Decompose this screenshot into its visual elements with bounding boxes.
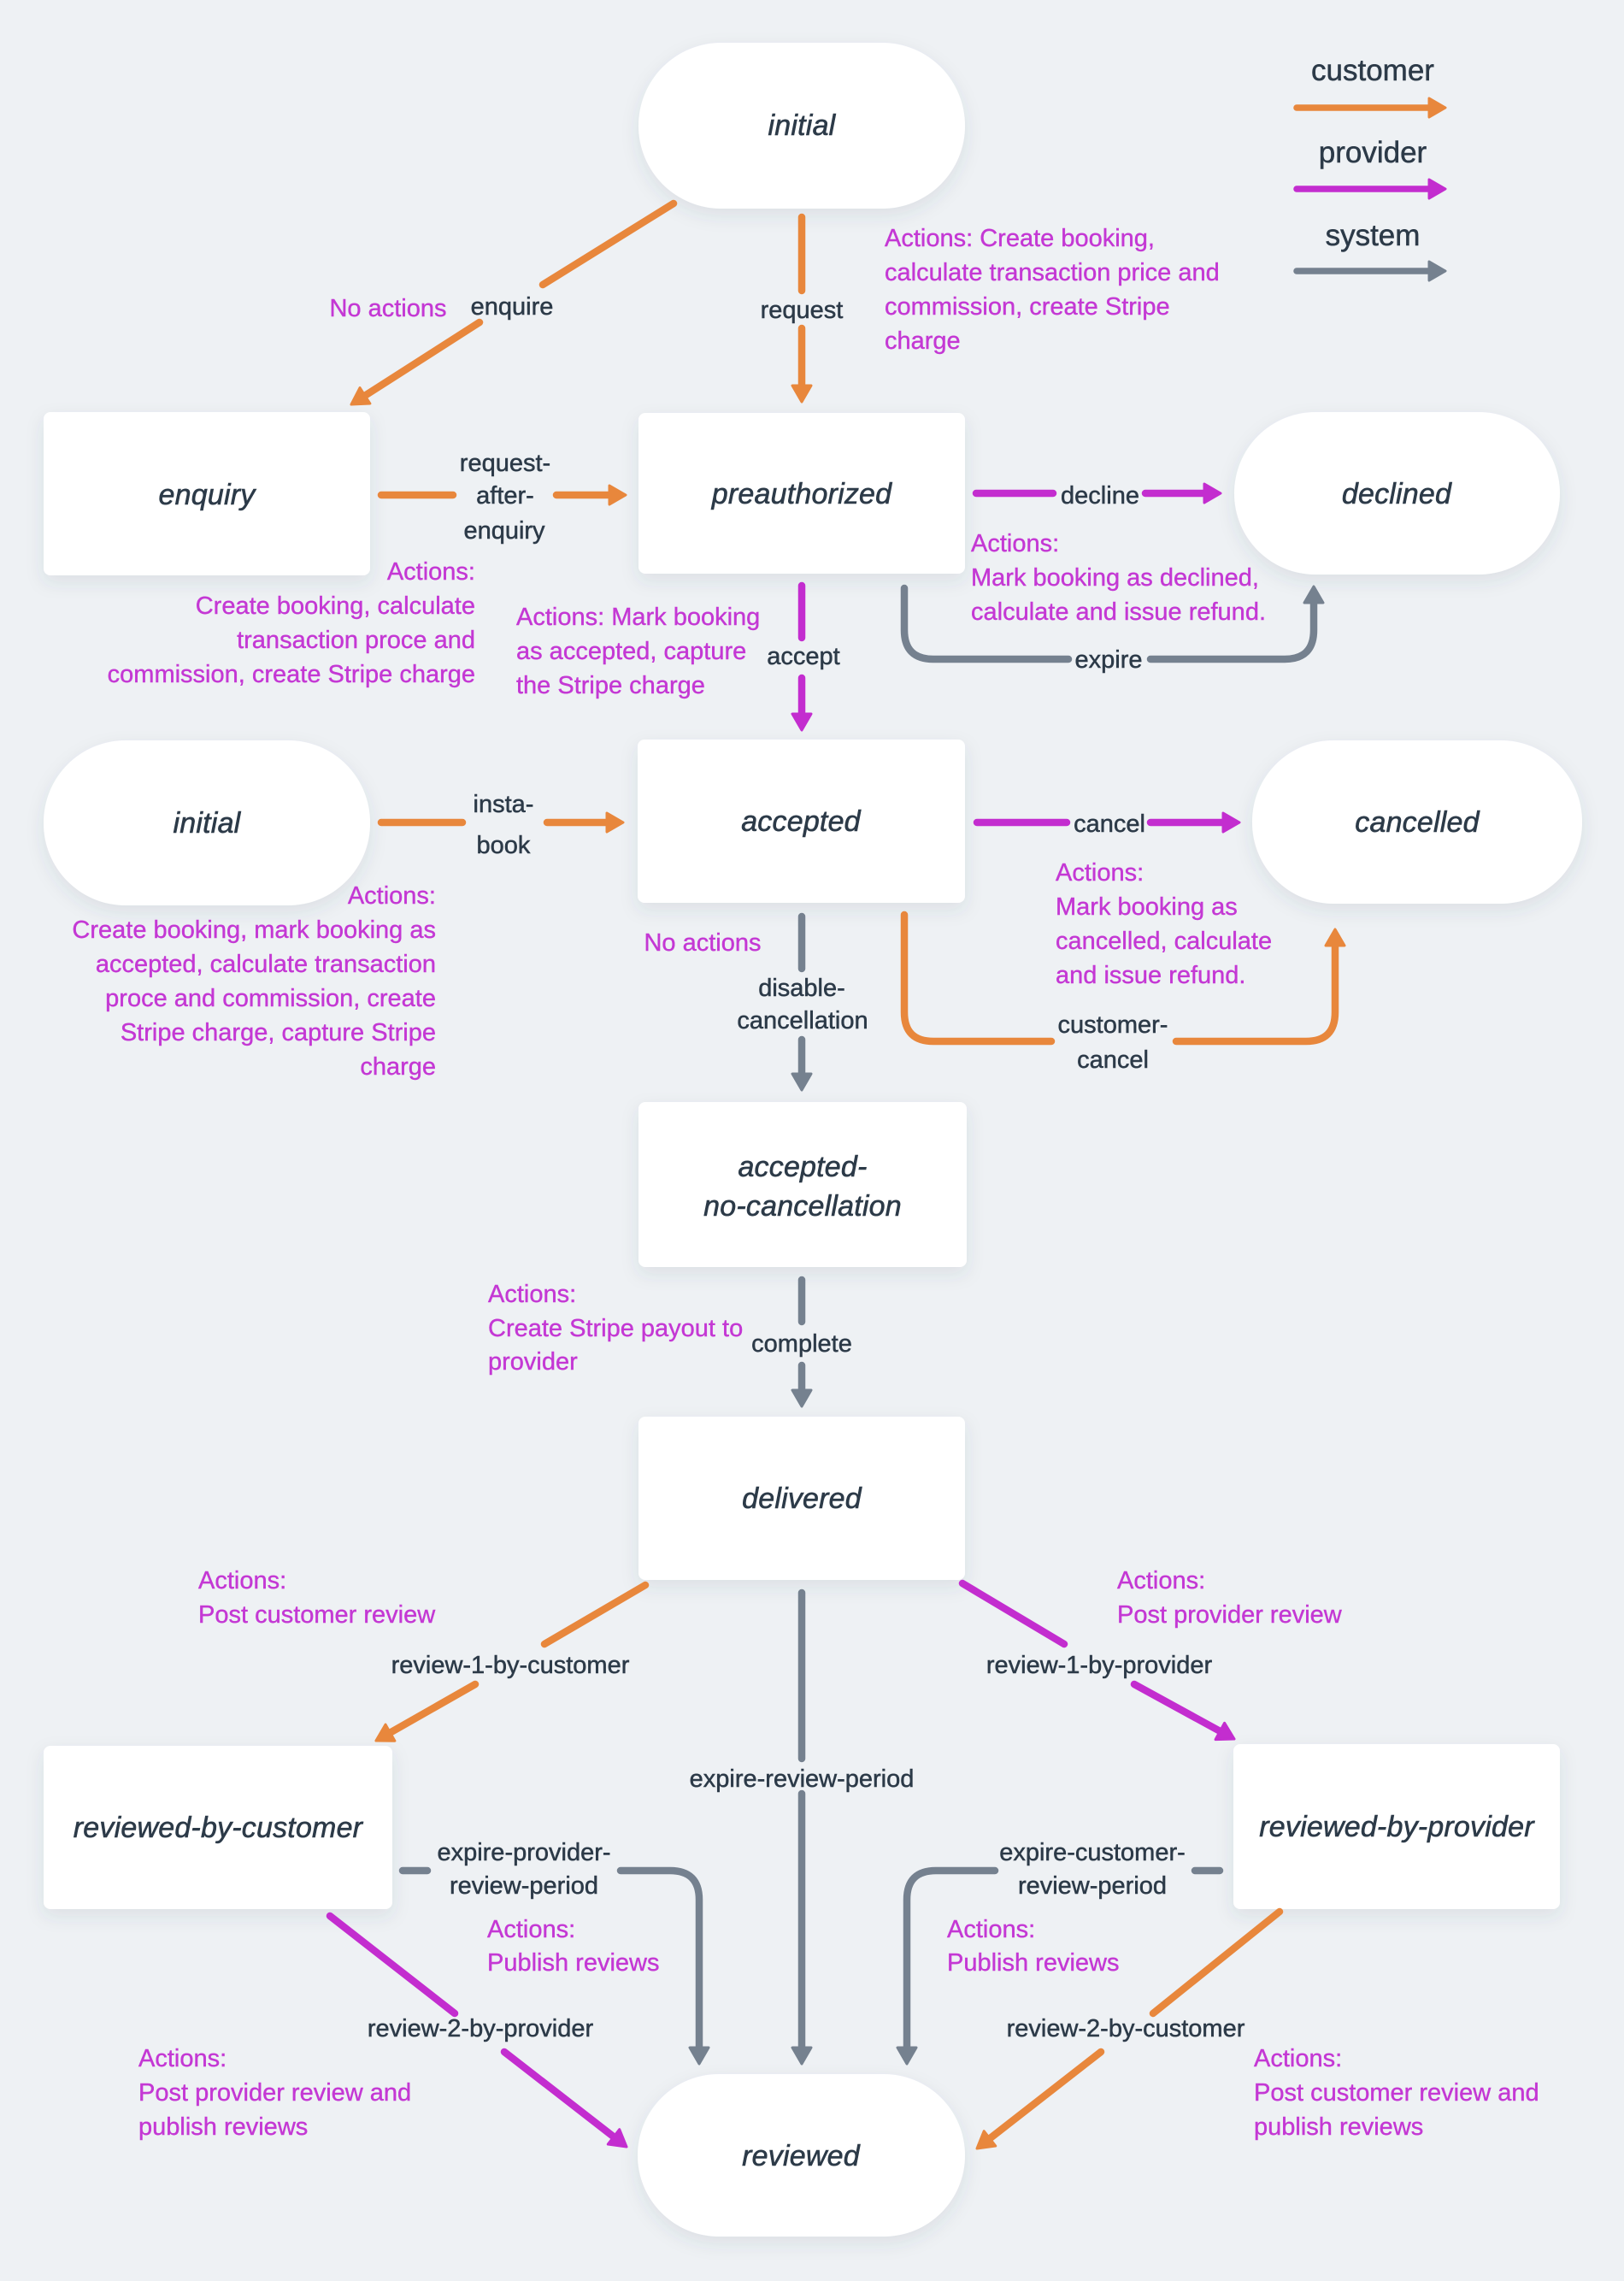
svg-text:Actions:: Actions: [198,1567,286,1594]
svg-text:after-: after- [476,482,534,510]
svg-text:cancelled: cancelled [1355,806,1480,839]
svg-text:request: request [761,297,844,324]
svg-text:accepted-: accepted- [738,1151,867,1183]
svg-text:decline: decline [1061,482,1139,510]
svg-text:Actions:: Actions: [138,2045,227,2072]
svg-text:insta-: insta- [474,791,534,818]
svg-text:Post customer review: Post customer review [198,1601,436,1629]
svg-text:customer: customer [1311,54,1434,87]
svg-text:Create booking, mark booking a: Create booking, mark booking as [72,917,436,944]
svg-text:charge: charge [885,327,961,355]
svg-text:reviewed-by-provider: reviewed-by-provider [1259,1811,1535,1843]
svg-text:Mark booking as: Mark booking as [1056,893,1238,921]
svg-text:reviewed-by-customer: reviewed-by-customer [74,1812,364,1844]
svg-text:transaction proce and: transaction proce and [237,627,475,654]
svg-text:Actions:: Actions: [488,1281,576,1308]
svg-text:Create Stripe payout to: Create Stripe payout to [488,1315,743,1342]
svg-text:cancelled, calculate: cancelled, calculate [1056,928,1272,955]
svg-text:No actions: No actions [329,295,446,322]
svg-text:Mark booking as declined,: Mark booking as declined, [971,564,1259,592]
svg-text:review-period: review-period [1018,1872,1167,1900]
svg-text:declined: declined [1342,478,1452,510]
svg-text:and issue refund.: and issue refund. [1056,962,1245,989]
svg-text:Actions:: Actions: [971,530,1059,557]
svg-text:Actions: Create booking,: Actions: Create booking, [885,225,1155,252]
svg-text:cancel: cancel [1077,1046,1149,1074]
svg-text:proce and commission, create: proce and commission, create [105,985,436,1012]
svg-text:provider: provider [1319,136,1427,169]
svg-text:no-cancellation: no-cancellation [703,1190,902,1223]
svg-text:review-1-by-customer: review-1-by-customer [391,1652,630,1679]
svg-text:publish reviews: publish reviews [1254,2113,1423,2141]
svg-text:cancellation: cancellation [737,1007,868,1034]
svg-text:Post customer review and: Post customer review and [1254,2079,1539,2107]
svg-text:Stripe charge, capture Stripe: Stripe charge, capture Stripe [121,1019,436,1046]
svg-text:accepted, calculate transactio: accepted, calculate transaction [96,951,436,978]
svg-text:book: book [477,832,531,859]
svg-text:Publish reviews: Publish reviews [487,1949,659,1977]
svg-text:enquiry: enquiry [159,479,257,511]
svg-text:complete: complete [751,1330,852,1358]
svg-text:review-2-by-provider: review-2-by-provider [368,2015,594,2042]
svg-text:accept: accept [767,643,839,670]
svg-text:publish reviews: publish reviews [138,2113,308,2141]
svg-text:provider: provider [488,1348,578,1376]
svg-text:Publish reviews: Publish reviews [947,1949,1119,1977]
svg-text:No actions: No actions [644,929,761,957]
svg-text:initial: initial [768,109,837,142]
svg-text:as accepted, capture: as accepted, capture [516,638,746,665]
svg-text:commission, create Stripe: commission, create Stripe [885,293,1170,321]
svg-text:request-: request- [460,450,550,477]
svg-text:Actions: Mark booking: Actions: Mark booking [516,604,760,631]
svg-text:expire-review-period: expire-review-period [690,1765,915,1793]
svg-text:review-1-by-provider: review-1-by-provider [986,1652,1213,1679]
svg-text:Actions:: Actions: [1254,2045,1342,2072]
svg-text:cancel: cancel [1074,810,1145,838]
svg-text:expire: expire [1075,646,1143,674]
svg-text:review-period: review-period [450,1872,598,1900]
svg-text:enquiry: enquiry [463,517,545,545]
svg-text:Actions:: Actions: [487,1916,575,1943]
svg-text:charge: charge [360,1053,436,1081]
svg-text:expire-provider-: expire-provider- [437,1839,610,1866]
svg-text:Create booking, calculate: Create booking, calculate [196,592,475,620]
svg-text:calculate transaction price an: calculate transaction price and [885,259,1220,286]
svg-text:Actions:: Actions: [387,558,475,586]
svg-text:customer-: customer- [1058,1011,1168,1039]
svg-text:commission, create Stripe char: commission, create Stripe charge [108,661,475,688]
svg-text:accepted: accepted [741,805,861,838]
svg-text:enquire: enquire [471,293,554,321]
svg-text:review-2-by-customer: review-2-by-customer [1007,2015,1245,2042]
svg-text:Actions:: Actions: [348,882,436,910]
svg-text:Actions:: Actions: [947,1916,1035,1943]
svg-text:calculate and issue refund.: calculate and issue refund. [971,598,1266,626]
svg-text:expire-customer-: expire-customer- [999,1839,1186,1866]
svg-text:preauthorized: preauthorized [711,478,892,510]
svg-text:reviewed: reviewed [742,2140,861,2172]
svg-text:Post provider review and: Post provider review and [138,2079,411,2107]
svg-text:the Stripe charge: the Stripe charge [516,672,705,699]
svg-text:disable-: disable- [758,975,845,1002]
svg-text:system: system [1326,219,1421,252]
svg-text:initial: initial [174,807,242,840]
svg-text:Actions:: Actions: [1056,859,1144,887]
svg-text:Post provider review: Post provider review [1117,1601,1343,1629]
svg-text:Actions:: Actions: [1117,1567,1205,1594]
svg-text:delivered: delivered [742,1482,862,1515]
